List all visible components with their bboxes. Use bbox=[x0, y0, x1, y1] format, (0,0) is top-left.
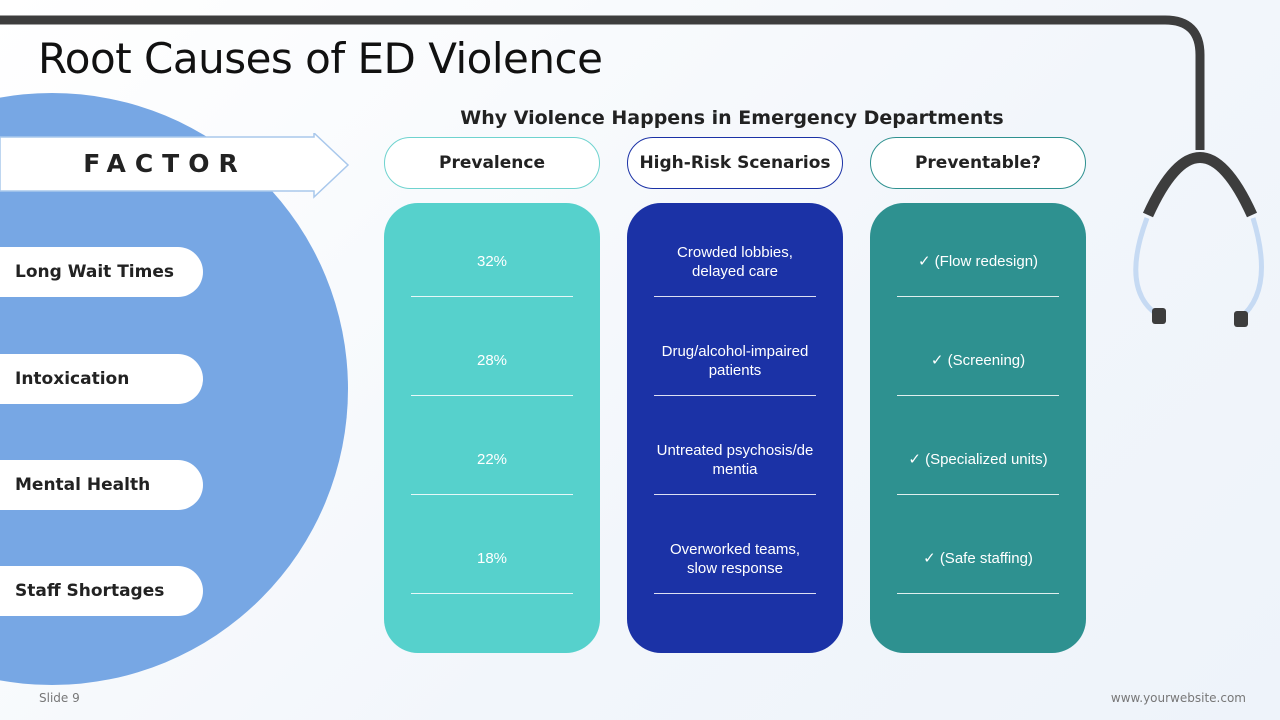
prevalence-cell: 32% bbox=[411, 227, 573, 297]
factor-row-label: Intoxication bbox=[0, 354, 203, 404]
scenario-cell: Drug/alcohol-impaired patients bbox=[654, 326, 816, 396]
factor-arrow bbox=[0, 133, 350, 199]
factor-row-label: Mental Health bbox=[0, 460, 203, 510]
factor-row-label: Staff Shortages bbox=[0, 566, 203, 616]
header-preventable: Preventable? bbox=[870, 137, 1086, 189]
preventable-cell: ✓ (Flow redesign) bbox=[897, 227, 1059, 297]
prevalence-cell: 22% bbox=[411, 425, 573, 495]
preventable-cell: ✓ (Screening) bbox=[897, 326, 1059, 396]
preventable-cell: ✓ (Safe staffing) bbox=[897, 524, 1059, 594]
scenario-cell: Crowded lobbies, delayed care bbox=[654, 227, 816, 297]
scenario-cell: Untreated psychosis/dementia bbox=[654, 425, 816, 495]
prevalence-cell: 18% bbox=[411, 524, 573, 594]
scenario-cell: Overworked teams, slow response bbox=[654, 524, 816, 594]
preventable-column: ✓ (Flow redesign) ✓ (Screening) ✓ (Speci… bbox=[870, 203, 1086, 653]
header-prevalence: Prevalence bbox=[384, 137, 600, 189]
header-scenarios: High-Risk Scenarios bbox=[627, 137, 843, 189]
prevalence-column: 32% 28% 22% 18% bbox=[384, 203, 600, 653]
stethoscope-icon bbox=[0, 15, 1264, 327]
scenarios-column: Crowded lobbies, delayed care Drug/alcoh… bbox=[627, 203, 843, 653]
diagram-subtitle: Why Violence Happens in Emergency Depart… bbox=[460, 107, 1004, 129]
preventable-cell: ✓ (Specialized units) bbox=[897, 425, 1059, 495]
factor-row-label: Long Wait Times bbox=[0, 247, 203, 297]
page-title: Root Causes of ED Violence bbox=[38, 34, 603, 83]
slide-number: Slide 9 bbox=[39, 691, 80, 705]
factor-label: FACTOR bbox=[83, 149, 247, 178]
website-link: www.yourwebsite.com bbox=[1110, 691, 1246, 705]
prevalence-cell: 28% bbox=[411, 326, 573, 396]
